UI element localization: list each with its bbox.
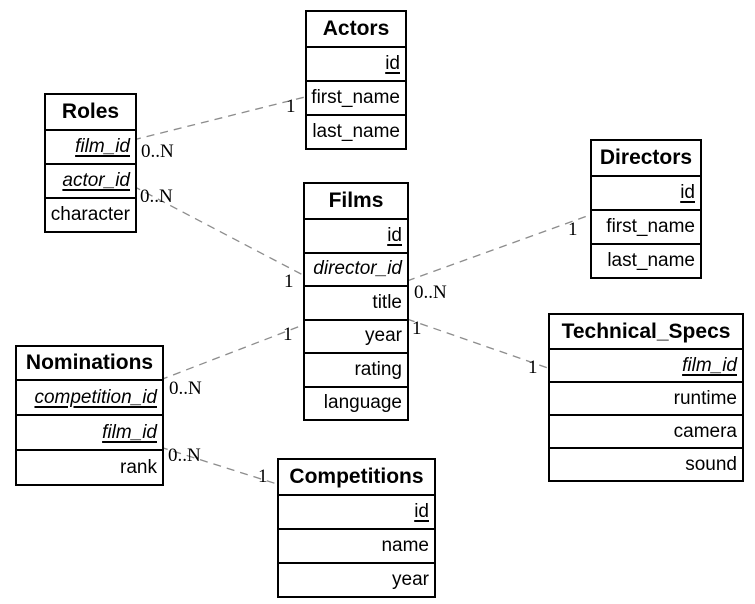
attribute-cell: sound — [550, 449, 742, 480]
attribute-cell: language — [305, 388, 407, 420]
attribute-cell: character — [46, 199, 135, 231]
cardinality-label: 0..N — [168, 445, 201, 466]
entity-title: Competitions — [279, 460, 434, 496]
attribute-cell: director_id — [305, 254, 407, 287]
attribute-cell: id — [279, 496, 434, 530]
attribute-label: year — [365, 325, 402, 347]
attribute-label: rank — [120, 456, 157, 478]
attribute-cell: id — [307, 48, 405, 82]
attribute-label: id — [387, 224, 402, 246]
attribute-label: film_id — [682, 354, 737, 376]
entity-title: Technical_Specs — [550, 315, 742, 350]
relationship-line-nominations-competitions — [159, 446, 278, 485]
cardinality-label: 1 — [284, 271, 294, 292]
attribute-label: last_name — [607, 250, 695, 271]
attribute-cell: film_id — [17, 416, 162, 451]
entity-title: Films — [305, 184, 407, 220]
attribute-label: first_name — [606, 216, 695, 237]
attribute-label: film_id — [102, 421, 157, 443]
cardinality-label: 0..N — [169, 378, 202, 399]
cardinality-label: 0..N — [140, 186, 173, 207]
relationship-line-nominations-films — [159, 324, 304, 381]
attribute-cell: last_name — [592, 245, 700, 277]
attribute-cell: title — [305, 287, 407, 321]
relationship-line-films-directors — [406, 214, 591, 282]
attribute-label: director_id — [313, 258, 402, 280]
attribute-label: film_id — [75, 136, 130, 157]
attribute-cell: first_name — [592, 211, 700, 245]
attribute-cell: film_id — [550, 350, 742, 383]
attribute-cell: year — [305, 321, 407, 354]
attribute-label: camera — [673, 420, 737, 442]
attribute-label: year — [392, 569, 429, 590]
cardinality-label: 1 — [258, 466, 268, 487]
entity-directors: Directors id first_name last_name — [590, 139, 702, 279]
attribute-cell: name — [279, 530, 434, 564]
entity-title: Actors — [307, 12, 405, 48]
relationship-line-films-technical_specs — [406, 318, 549, 369]
attribute-cell: id — [305, 220, 407, 254]
attribute-label: first_name — [311, 87, 400, 108]
entity-title: Nominations — [17, 347, 162, 381]
attribute-label: language — [323, 392, 402, 414]
attribute-cell: competition_id — [17, 381, 162, 416]
attribute-cell: rating — [305, 354, 407, 388]
cardinality-label: 1 — [286, 96, 296, 117]
entity-title: Directors — [592, 141, 700, 177]
entity-roles: Roles film_id actor_id character — [44, 93, 137, 233]
attribute-cell: film_id — [46, 131, 135, 165]
cardinality-label: 1 — [283, 324, 293, 345]
attribute-cell: id — [592, 177, 700, 211]
cardinality-label: 0..N — [141, 141, 174, 162]
cardinality-label: 0..N — [414, 282, 447, 303]
attribute-label: last_name — [312, 121, 400, 142]
attribute-label: actor_id — [62, 170, 130, 191]
attribute-cell: year — [279, 564, 434, 596]
attribute-label: id — [385, 53, 400, 74]
attribute-cell: actor_id — [46, 165, 135, 199]
entity-actors: Actors id first_name last_name — [305, 10, 407, 150]
attribute-label: runtime — [673, 387, 737, 409]
attribute-label: id — [680, 182, 695, 203]
attribute-label: rating — [354, 358, 402, 380]
attribute-label: sound — [685, 453, 737, 475]
attribute-cell: camera — [550, 416, 742, 449]
attribute-label: character — [50, 204, 130, 225]
entity-competitions: Competitions id name year — [277, 458, 436, 598]
relationship-line-roles-films — [132, 185, 304, 276]
relationship-line-roles-actors — [132, 96, 306, 141]
attribute-cell: rank — [17, 451, 162, 484]
attribute-cell: runtime — [550, 383, 742, 416]
attribute-label: id — [414, 501, 429, 522]
attribute-label: title — [372, 291, 402, 313]
attribute-cell: first_name — [307, 82, 405, 116]
attribute-cell: last_name — [307, 116, 405, 148]
attribute-label: competition_id — [34, 386, 157, 408]
cardinality-label: 1 — [412, 318, 422, 339]
cardinality-label: 1 — [568, 219, 578, 240]
entity-title: Roles — [46, 95, 135, 131]
cardinality-label: 1 — [528, 357, 538, 378]
attribute-label: name — [381, 535, 429, 556]
